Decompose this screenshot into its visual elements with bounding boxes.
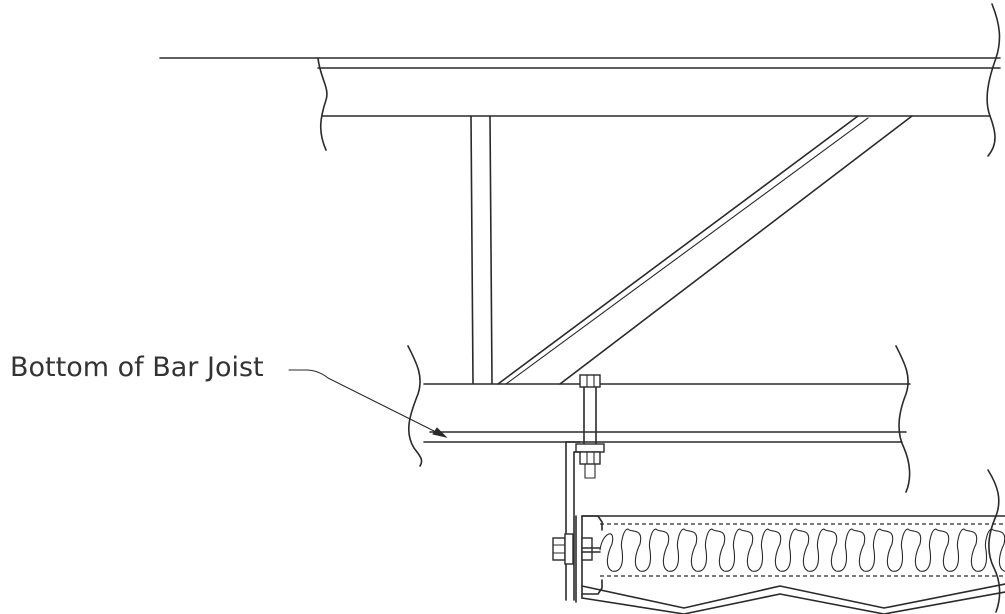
side-bolt-head bbox=[552, 537, 566, 561]
side-bolt-nut bbox=[581, 537, 593, 561]
callout-leader-line bbox=[288, 369, 441, 435]
diagonal-web-member bbox=[497, 115, 913, 385]
bolt-nut bbox=[579, 451, 601, 465]
insulated-panel bbox=[581, 469, 1005, 614]
clip-shoe-lower bbox=[581, 579, 603, 595]
vertical-web-right-edge bbox=[489, 115, 493, 384]
bolt-head bbox=[579, 374, 601, 388]
panel-bottom-profile-lower bbox=[581, 591, 1005, 614]
bottom-of-bar-joist-callout: Bottom of Bar Joist bbox=[10, 352, 448, 438]
vertical-web-member bbox=[470, 115, 493, 384]
clip-shoe bbox=[581, 515, 603, 531]
bolt-washer bbox=[575, 443, 605, 453]
diagonal-web-inner-edge bbox=[505, 117, 869, 385]
vertical-web-left-edge bbox=[470, 115, 474, 384]
top-chord bbox=[159, 3, 1001, 157]
diagonal-web-lower-edge bbox=[559, 115, 913, 385]
panel-bottom-profile-upper bbox=[581, 583, 1005, 609]
top-chord-left-break-line bbox=[317, 57, 328, 151]
callout-label: Bottom of Bar Joist bbox=[10, 352, 264, 383]
bottom-chord-left-break-line bbox=[407, 345, 423, 467]
angle-clip bbox=[552, 441, 603, 603]
diagonal-web-upper-edge bbox=[497, 115, 859, 385]
bottom-chord bbox=[407, 345, 911, 493]
top-chord-right-break-line bbox=[986, 3, 1001, 157]
hanger-bolt bbox=[575, 374, 605, 479]
callout-arrowhead bbox=[432, 427, 448, 438]
panel-right-break-line bbox=[987, 469, 1001, 613]
bottom-chord-right-break-line bbox=[895, 345, 911, 493]
panel-insulation bbox=[599, 528, 1005, 572]
side-bolt-washer bbox=[564, 533, 574, 565]
